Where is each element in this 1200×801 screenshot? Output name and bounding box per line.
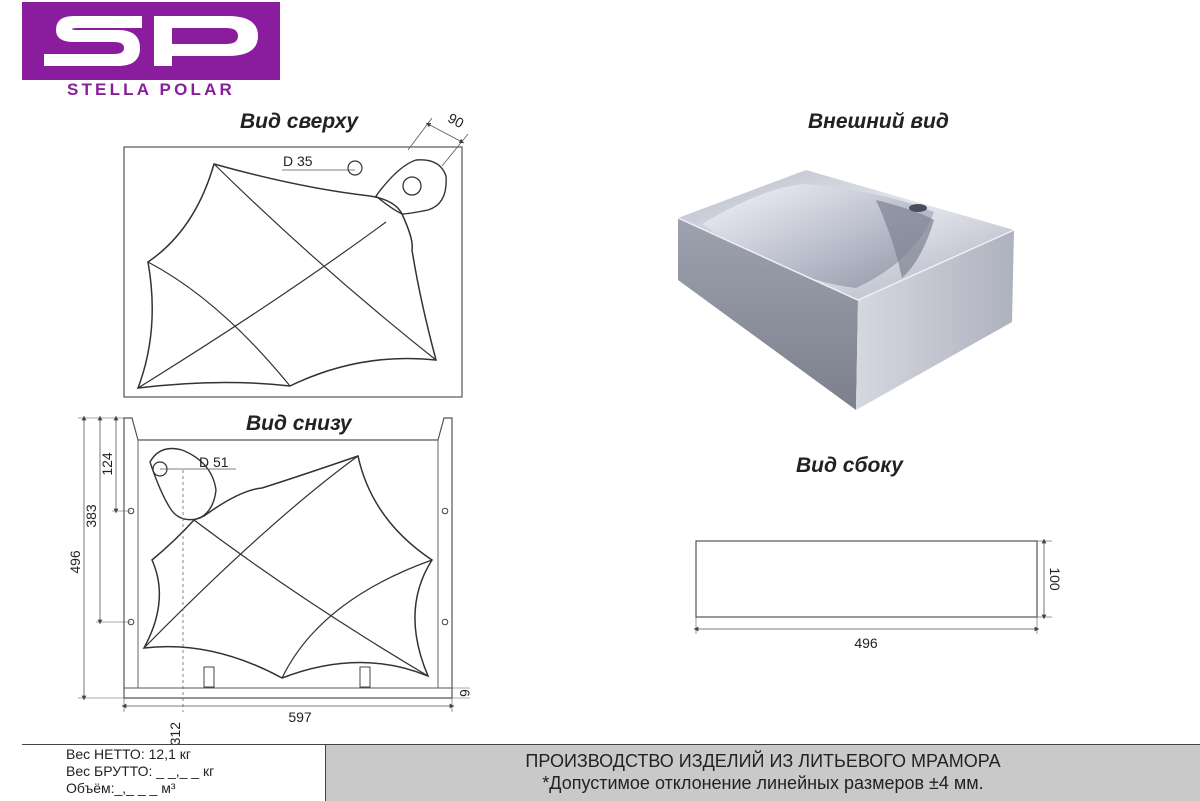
overflow-dim-ext-2 [441,133,469,167]
product-photo [677,170,1015,410]
drain-recess [149,447,217,521]
side-view-outline [695,540,1038,618]
specs-panel: Вес НЕТТО: 12,1 кг Вес БРУТТО: _ _,_ _ к… [22,745,326,801]
mount-hole [441,618,449,626]
side-view-title: Вид сбоку [796,454,903,477]
top-view-drawing: D 35 90 [123,110,469,398]
ledge-dim-label: 6 [457,689,473,697]
top-crease-3 [137,221,387,389]
top-faucet-hole [347,160,363,176]
volume: Объём:_,_ _ _ м³ [66,780,176,796]
technical-drawings: D 35 90 D 51 496 [67,110,1063,744]
side-depth-dim-label: 496 [854,635,878,651]
top-hole-label: D 35 [283,153,313,169]
brand-name: STELLA POLAR [66,80,236,99]
top-view-outline [123,146,463,398]
depth-dim-label: 496 [67,550,83,574]
bottom-view-outline [123,417,453,699]
side-height-dim-label: 100 [1047,567,1063,591]
photo-edge-highlight [677,217,1015,301]
width-dim-label: 597 [288,709,312,725]
top-crease-2 [147,261,291,387]
bottom-crease-2 [193,519,429,677]
external-view-title: Внешний вид [808,110,949,133]
overflow-dim-label: 90 [445,110,466,132]
net-weight: Вес НЕТТО: 12,1 кг [66,746,191,762]
photo-front-face [678,218,858,410]
bottom-view-title: Вид снизу [246,412,352,435]
mount-dim-label: 383 [83,504,99,528]
drain-label: D 51 [199,454,229,470]
bottom-crease-3 [281,559,433,679]
support-foot [359,666,371,688]
logo-sp-mark [44,16,258,66]
top-overflow-recess [375,159,447,215]
photo-basin [702,184,934,288]
overflow-dim-line [425,122,465,144]
tolerance-note: *Допустимое отклонение линейных размеров… [542,773,984,793]
production-note: ПРОИЗВОДСТВО ИЗДЕЛИЙ ИЗ ЛИТЬЕВОГО МРАМОР… [326,745,1200,801]
drain-left-dim-label: 312 [167,722,183,744]
top-basin-outline [136,163,438,389]
bottom-view-drawing: D 51 496 383 124 597 312 6 [67,415,473,744]
bottom-basin-outline [142,455,434,679]
top-crease-1 [213,163,437,361]
gross-weight: Вес БРУТТО: _ _,_ _ кг [66,763,215,779]
logo-badge [22,2,280,80]
photo-faucet-hole [909,204,927,212]
photo-side-face [856,230,1014,410]
drain-top-dim-label: 124 [99,452,115,476]
bottom-crease-1 [143,455,359,649]
photo-basin-shadow [876,200,934,278]
support-foot [203,666,215,688]
production-title: ПРОИЗВОДСТВО ИЗДЕЛИЙ ИЗ ЛИТЬЕВОГО МРАМОР… [525,751,1001,771]
side-view-drawing: 100 496 [693,538,1063,651]
footer-bar: Вес НЕТТО: 12,1 кг Вес БРУТТО: _ _,_ _ к… [22,744,1200,801]
brand-logo: STELLA POLAR [22,2,280,100]
overflow-dim-ext-1 [407,117,433,151]
mount-hole [441,507,449,515]
top-view-title: Вид сверху [240,110,358,133]
top-overflow-hole [402,176,422,196]
